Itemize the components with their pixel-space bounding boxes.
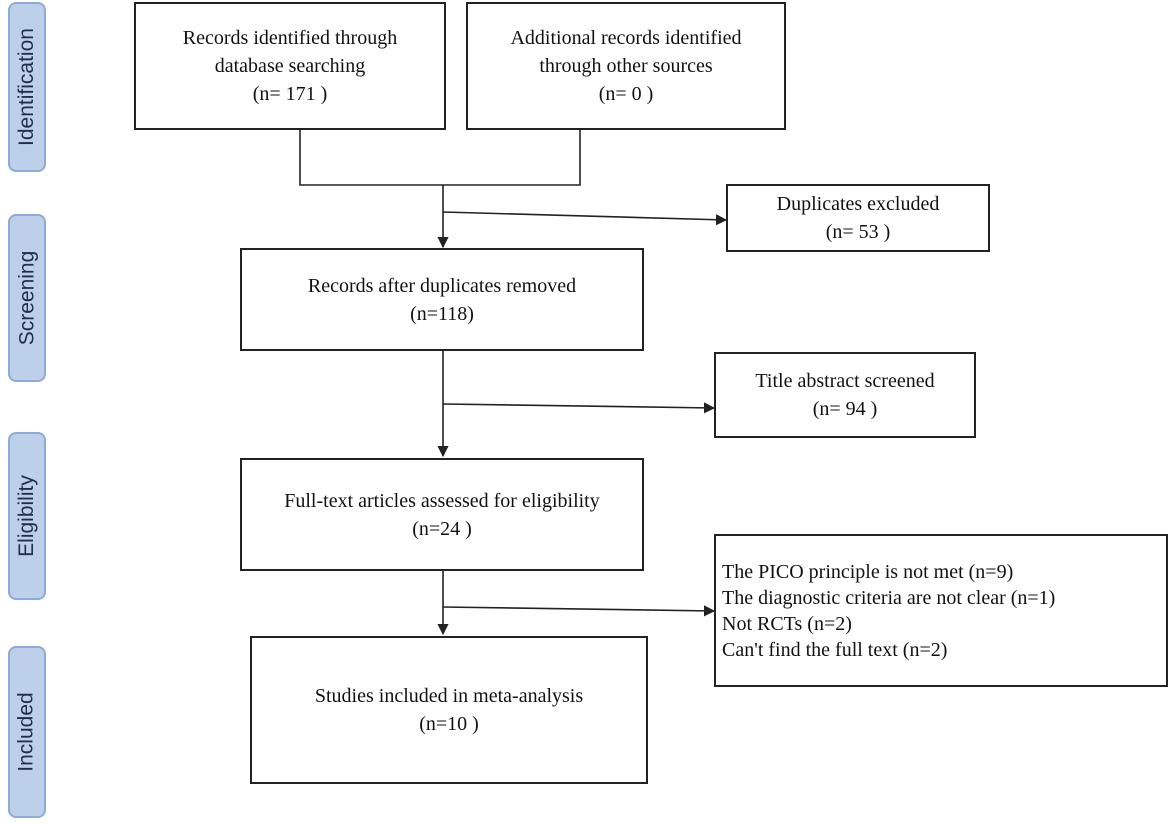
stage-label: Identification bbox=[15, 28, 39, 146]
merge-connector bbox=[299, 130, 581, 186]
arrow-to-title-abstract bbox=[442, 402, 716, 414]
box-database-records: Records identified through database sear… bbox=[134, 2, 446, 130]
box-duplicates-excluded: Duplicates excluded (n= 53 ) bbox=[726, 184, 990, 252]
exclusion-reason: The PICO principle is not met (n=9) bbox=[722, 560, 1014, 583]
arrow-to-exclusion-reasons bbox=[442, 605, 716, 617]
box-line: Studies included in meta-analysis bbox=[314, 685, 584, 707]
box-count: (n=24 ) bbox=[412, 517, 472, 540]
box-count: (n= 0 ) bbox=[598, 83, 654, 105]
box-count: (n=118) bbox=[410, 302, 474, 325]
exclusion-reason: The diagnostic criteria are not clear (n… bbox=[722, 586, 1056, 609]
box-included-studies: Studies included in meta-analysis (n=10 … bbox=[250, 636, 648, 784]
box-line: Duplicates excluded bbox=[776, 193, 940, 215]
box-line: Title abstract screened bbox=[755, 370, 935, 392]
box-full-text: Full-text articles assessed for eligibil… bbox=[240, 458, 644, 571]
box-title-abstract: Title abstract screened (n= 94 ) bbox=[714, 352, 976, 438]
stage-identification: Identification bbox=[8, 2, 46, 172]
box-line: Full-text articles assessed for eligibil… bbox=[284, 489, 600, 512]
box-count: (n= 94 ) bbox=[812, 398, 878, 420]
box-line: Additional records identified bbox=[510, 27, 742, 49]
stage-screening: Screening bbox=[8, 214, 46, 382]
stage-label: Included bbox=[15, 692, 38, 772]
box-line: Records after duplicates removed bbox=[307, 274, 577, 297]
box-exclusion-reasons: The PICO principle is not met (n=9) The … bbox=[714, 534, 1168, 687]
arrow-to-duplicates-excluded bbox=[442, 211, 728, 226]
box-after-duplicates: Records after duplicates removed (n=118) bbox=[240, 248, 644, 351]
box-other-sources: Additional records identified through ot… bbox=[466, 2, 786, 130]
box-line: through other sources bbox=[539, 55, 713, 77]
exclusion-reason: Can't find the full text (n=2) bbox=[722, 638, 948, 661]
stage-label: Screening bbox=[15, 250, 38, 346]
box-line: database searching bbox=[214, 55, 366, 77]
stage-label: Eligibility bbox=[15, 475, 39, 557]
box-count: (n= 53 ) bbox=[825, 221, 891, 243]
box-count: (n=10 ) bbox=[419, 713, 479, 735]
box-line: Records identified through bbox=[182, 27, 398, 49]
exclusion-reason: Not RCTs (n=2) bbox=[722, 612, 852, 635]
stage-included: Included bbox=[8, 646, 46, 818]
stage-eligibility: Eligibility bbox=[8, 432, 46, 600]
box-count: (n= 171 ) bbox=[252, 83, 328, 105]
